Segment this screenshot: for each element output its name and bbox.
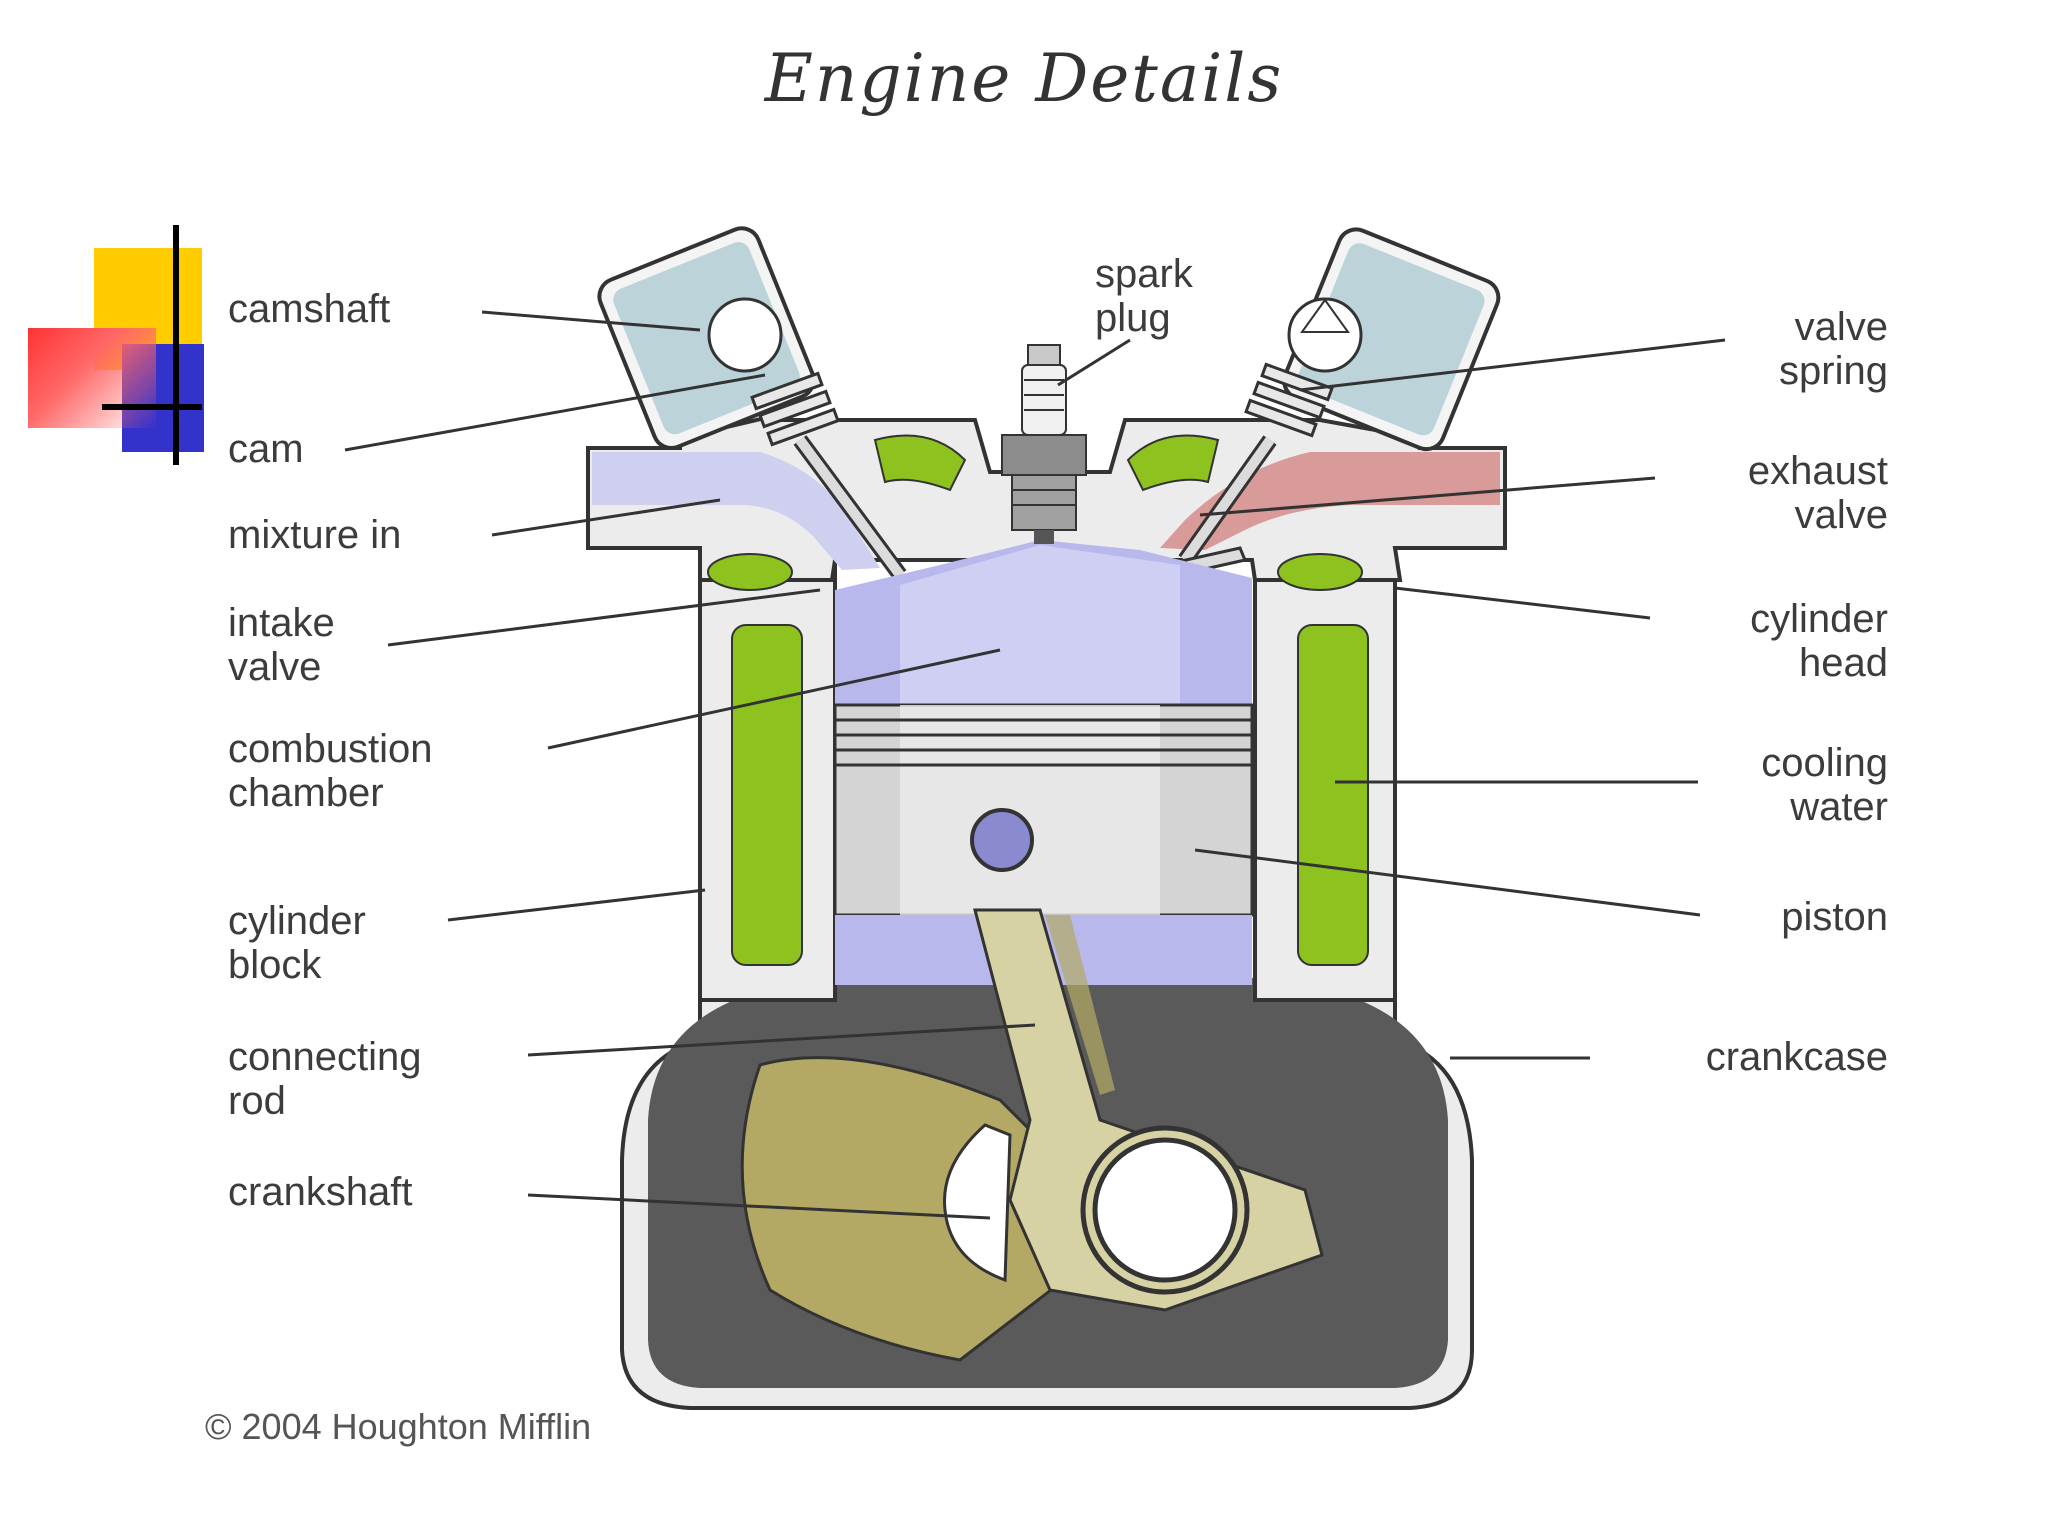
piston-highlight <box>900 705 1160 915</box>
exhaust-valve-cover <box>1282 227 1501 452</box>
head-cooling-left <box>707 553 793 591</box>
leader-exhaust-valve <box>1199 476 1656 517</box>
spark-plug <box>1001 344 1087 544</box>
leader-spark-plug <box>1057 338 1131 387</box>
leader-connecting-rod <box>527 1023 1036 1057</box>
label-spark-plug-line2: plug <box>1095 296 1171 340</box>
intake-valve-stem-fill <box>795 437 905 578</box>
label-combustion-chamber-line2: chamber <box>228 771 384 815</box>
label-camshaft: camshaft <box>228 287 390 331</box>
label-connecting-rod-line1: connecting <box>228 1035 421 1079</box>
leader-valve-spring <box>1299 338 1726 392</box>
label-cylinder-head-line2: head <box>1799 641 1888 685</box>
head-cooling-wedge-right <box>1126 434 1220 492</box>
cooling-water-jacket-left <box>731 624 803 966</box>
deco-horizontal-line <box>102 404 202 410</box>
leader-intake-valve <box>387 588 821 647</box>
head-cooling-wedge-left <box>873 434 967 492</box>
label-spark-plug-line1: spark <box>1095 252 1194 296</box>
label-mixture-in: mixture in <box>228 513 401 557</box>
leader-combustion-chamber <box>547 648 1001 750</box>
copyright-cutoff: © 2004 Houghton Mifflin <box>205 1406 855 1447</box>
deco-red-gradient-block <box>28 328 156 428</box>
label-intake-valve-line1: intake <box>228 601 335 645</box>
deco-vertical-line <box>173 225 179 465</box>
leader-crankshaft <box>527 1193 991 1220</box>
label-cylinder-block-line2: block <box>228 943 322 987</box>
label-intake-valve-line2: valve <box>228 645 321 689</box>
label-cam: cam <box>228 427 304 471</box>
combustion-chamber-shade <box>900 545 1180 705</box>
label-exhaust-valve-line2: valve <box>1795 493 1888 537</box>
exhaust-valve-spring <box>1244 362 1334 438</box>
crankshaft-journal <box>943 1123 1012 1283</box>
leader-cam <box>344 373 766 452</box>
exhaust-valve-stem-fill <box>1180 437 1275 563</box>
cooling-water-jacket-right <box>1297 624 1369 966</box>
label-exhaust-valve-line1: exhaust <box>1748 449 1888 493</box>
label-cooling-water-line1: cooling <box>1761 741 1888 785</box>
leader-cylinder-head <box>1394 586 1651 620</box>
label-valve-spring-line2: spring <box>1779 349 1888 393</box>
piston-pin <box>970 808 1034 872</box>
copyright-text: © 2004 Houghton Mifflin <box>205 1406 592 1447</box>
head-cooling-right <box>1277 553 1363 591</box>
leader-piston <box>1194 848 1701 917</box>
mixture-intake-passage <box>592 452 880 570</box>
intake-camshaft <box>707 297 783 373</box>
leader-mixture-in <box>491 498 721 537</box>
crank-pin-ring <box>1092 1137 1238 1283</box>
leader-camshaft <box>481 310 701 332</box>
exhaust-cam-lobe <box>1300 298 1350 333</box>
label-cooling-water-line2: water <box>1789 785 1888 829</box>
label-crankcase: crankcase <box>1706 1035 1888 1079</box>
label-connecting-rod-line2: rod <box>228 1079 286 1123</box>
label-cylinder-block-line1: cylinder <box>228 899 366 943</box>
label-cylinder-head-line1: cylinder <box>1750 597 1888 641</box>
leader-cylinder-block <box>447 888 706 922</box>
label-combustion-chamber-line1: combustion <box>228 727 433 771</box>
connecting-rod-shade <box>1045 915 1115 1095</box>
intake-valve-spring <box>750 371 840 447</box>
slide-title: Engine Details <box>764 40 1284 117</box>
label-piston: piston <box>1781 895 1888 939</box>
label-valve-spring-line1: valve <box>1795 305 1888 349</box>
label-crankshaft: crankshaft <box>228 1170 413 1214</box>
